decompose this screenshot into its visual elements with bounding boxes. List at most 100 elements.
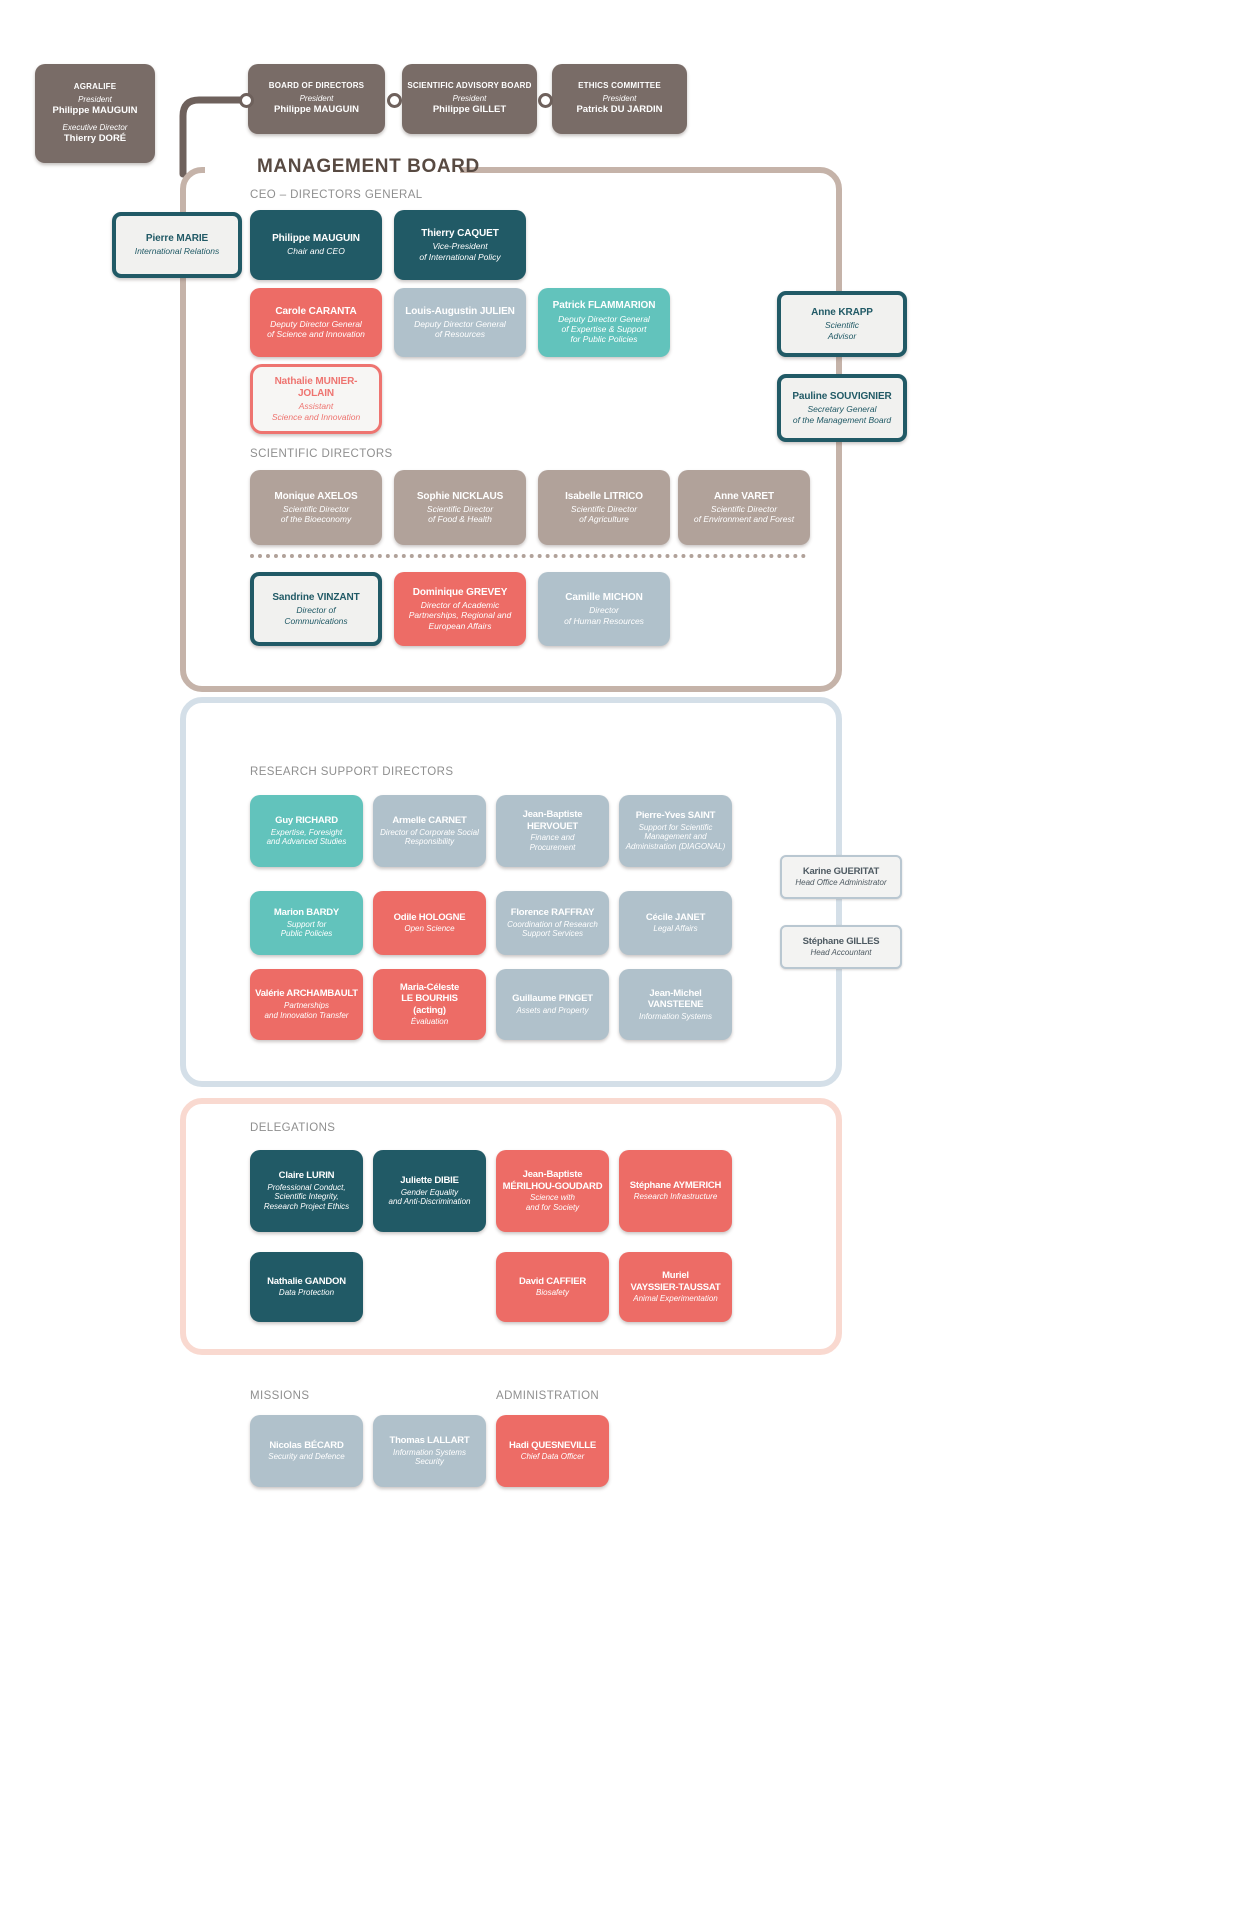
member-role: Vice-President of International Policy bbox=[419, 241, 501, 262]
card-patrick-flammarion: Patrick FLAMMARION Deputy Director Gener… bbox=[538, 288, 670, 357]
connector-elbow bbox=[179, 96, 248, 178]
member-name: Pierre MARIE bbox=[145, 233, 209, 245]
dotted-separator bbox=[250, 554, 806, 558]
ethics-president-label: President bbox=[602, 94, 637, 104]
card-pierre-marie: Pierre MARIE International Relations bbox=[112, 212, 242, 278]
title-backing bbox=[205, 158, 460, 178]
member-role: Professional Conduct, Scientific Integri… bbox=[263, 1182, 350, 1212]
card-dominique-grevey: Dominique GREVEY Director of Academic Pa… bbox=[394, 572, 526, 646]
card-board-of-directors: BOARD OF DIRECTORS President Philippe MA… bbox=[248, 64, 385, 134]
member-role: Expertise, Foresight and Advanced Studie… bbox=[266, 827, 347, 847]
member-role: Deputy Director General of Science and I… bbox=[267, 318, 365, 340]
card-jean-michel-vansteene: Jean-Michel VANSTEENE Information System… bbox=[619, 969, 732, 1040]
member-role: Scientific Director of the Bioeconomy bbox=[280, 503, 352, 525]
card-monique-axelos: Monique AXELOS Scientific Director of th… bbox=[250, 470, 382, 545]
member-role: Biosafety bbox=[536, 1288, 569, 1298]
member-name: Florence RAFFRAY bbox=[510, 906, 595, 918]
card-nathalie-munier-jolain: Nathalie MUNIER-JOLAIN Assistant Science… bbox=[250, 364, 382, 434]
member-name: Marion BARDY bbox=[273, 906, 340, 918]
card-stephane-gilles: Stéphane GILLES Head Accountant bbox=[780, 925, 902, 969]
member-role: Head Office Administrator bbox=[795, 878, 887, 888]
member-role: Finance and Procurement bbox=[529, 833, 576, 853]
member-role: Support for Public Policies bbox=[280, 919, 333, 939]
member-name: Patrick FLAMMARION bbox=[552, 300, 656, 312]
card-florence-raffray: Florence RAFFRAY Coordination of Researc… bbox=[496, 891, 609, 955]
card-pierre-yves-saint: Pierre-Yves SAINT Support for Scientific… bbox=[619, 795, 732, 867]
card-karine-gueritat: Karine GUERITAT Head Office Administrato… bbox=[780, 855, 902, 899]
card-scientific-advisory-board: SCIENTIFIC ADVISORY BOARD President Phil… bbox=[402, 64, 537, 134]
member-name: Carole CARANTA bbox=[275, 305, 357, 317]
agralife-president-label: President bbox=[78, 95, 112, 105]
agralife-president-name: Philippe MAUGUIN bbox=[52, 105, 138, 117]
card-guillaume-pinget: Guillaume PINGET Assets and Property bbox=[496, 969, 609, 1040]
ethics-title: ETHICS COMMITTEE bbox=[578, 81, 661, 91]
member-role: Open Science bbox=[404, 924, 455, 934]
member-name: David CAFFIER bbox=[518, 1275, 587, 1287]
card-isabelle-litrico: Isabelle LITRICO Scientific Director of … bbox=[538, 470, 670, 545]
member-role: Director of Human Resources bbox=[564, 605, 644, 626]
section-label-administration: ADMINISTRATION bbox=[496, 1390, 600, 1402]
member-name: Camille MICHON bbox=[565, 592, 643, 604]
member-role: Head Accountant bbox=[810, 948, 872, 958]
member-name: Jean-Baptiste MÉRILHOU-GOUDARD bbox=[502, 1169, 603, 1192]
member-role: Data Protection bbox=[278, 1288, 335, 1298]
member-name: Guillaume PINGET bbox=[512, 993, 593, 1005]
section-label-scientific-directors: SCIENTIFIC DIRECTORS bbox=[250, 448, 393, 460]
member-name: Karine GUERITAT bbox=[802, 865, 880, 877]
card-claire-lurin: Claire LURIN Professional Conduct, Scien… bbox=[250, 1150, 363, 1232]
card-stephane-aymerich: Stéphane AYMERICH Research Infrastructur… bbox=[619, 1150, 732, 1232]
board-president-label: President bbox=[299, 94, 334, 104]
member-name: Sandrine VINZANT bbox=[272, 592, 360, 604]
ethics-president-name: Patrick DU JARDIN bbox=[576, 104, 663, 116]
card-muriel-vayssier-taussat: Muriel VAYSSIER-TAUSSAT Animal Experimen… bbox=[619, 1252, 732, 1322]
card-ethics-committee: ETHICS COMMITTEE President Patrick DU JA… bbox=[552, 64, 687, 134]
member-role: Scientific Director of Environment and F… bbox=[693, 503, 795, 525]
member-name: Maria-Céleste LE BOURHIS (acting) bbox=[399, 981, 460, 1016]
card-nicolas-becard: Nicolas BÉCARD Security and Defence bbox=[250, 1415, 363, 1487]
member-name: Louis-Augustin JULIEN bbox=[405, 305, 515, 317]
board-title: BOARD OF DIRECTORS bbox=[268, 81, 365, 91]
member-name: Stéphane GILLES bbox=[802, 935, 880, 947]
member-role: Science with and for Society bbox=[525, 1193, 580, 1213]
member-role: Animal Experimentation bbox=[633, 1294, 718, 1304]
card-cecile-janet: Cécile JANET Legal Affairs bbox=[619, 891, 732, 955]
member-role: Chief Data Officer bbox=[520, 1452, 585, 1462]
member-role: Information Systems Security bbox=[393, 1447, 466, 1467]
member-name: Anne VARET bbox=[714, 490, 774, 502]
member-name: Nathalie GANDON bbox=[267, 1275, 346, 1287]
member-role: Chair and CEO bbox=[287, 246, 345, 257]
member-role: Director of Corporate Social Responsibil… bbox=[380, 827, 479, 847]
card-david-caffier: David CAFFIER Biosafety bbox=[496, 1252, 609, 1322]
advisory-title: SCIENTIFIC ADVISORY BOARD bbox=[407, 81, 532, 91]
member-role: Security and Defence bbox=[268, 1452, 345, 1462]
member-role: Gender Equality and Anti-Discrimination bbox=[388, 1187, 471, 1207]
card-carole-caranta: Carole CARANTA Deputy Director General o… bbox=[250, 288, 382, 357]
card-sophie-nicklaus: Sophie NICKLAUS Scientific Director of F… bbox=[394, 470, 526, 545]
connector-node-icon bbox=[387, 93, 402, 108]
card-thomas-lallart: Thomas LALLART Information Systems Secur… bbox=[373, 1415, 486, 1487]
member-name: Cécile JANET bbox=[645, 911, 706, 923]
member-role: Research Infrastructure bbox=[633, 1192, 718, 1202]
card-camille-michon: Camille MICHON Director of Human Resourc… bbox=[538, 572, 670, 646]
connector-node-icon bbox=[538, 93, 553, 108]
member-name: Jean-Michel VANSTEENE bbox=[647, 987, 704, 1011]
card-hadi-quesneville: Hadi QUESNEVILLE Chief Data Officer bbox=[496, 1415, 609, 1487]
member-role: Scientific Director of Agriculture bbox=[570, 503, 638, 525]
member-name: Dominique GREVEY bbox=[412, 586, 508, 598]
member-name: Nathalie MUNIER-JOLAIN bbox=[274, 375, 358, 400]
agralife-title: AGRALIFE bbox=[73, 82, 117, 92]
agralife-director-label: Executive Director bbox=[62, 122, 128, 132]
member-role: Support for Scientific Management and Ad… bbox=[625, 822, 726, 852]
member-role: Partnerships and Innovation Transfer bbox=[264, 1001, 349, 1020]
member-name: Sophie NICKLAUS bbox=[416, 490, 504, 502]
member-name: Valérie ARCHAMBAULT bbox=[255, 988, 358, 1000]
member-name: Claire LURIN bbox=[278, 1170, 335, 1182]
member-role: Secretary General of the Management Boar… bbox=[792, 404, 892, 425]
card-valerie-archambault: Valérie ARCHAMBAULT Partnerships and Inn… bbox=[250, 969, 363, 1040]
member-name: Pierre-Yves SAINT bbox=[635, 810, 716, 822]
card-philippe-mauguin: Philippe MAUGUIN Chair and CEO bbox=[250, 210, 382, 280]
member-name: Nicolas BÉCARD bbox=[269, 1439, 344, 1451]
member-name: Isabelle LITRICO bbox=[565, 490, 643, 502]
card-anne-krapp: Anne KRAPP Scientific Advisor bbox=[777, 291, 907, 357]
delegations-container bbox=[180, 1098, 842, 1355]
